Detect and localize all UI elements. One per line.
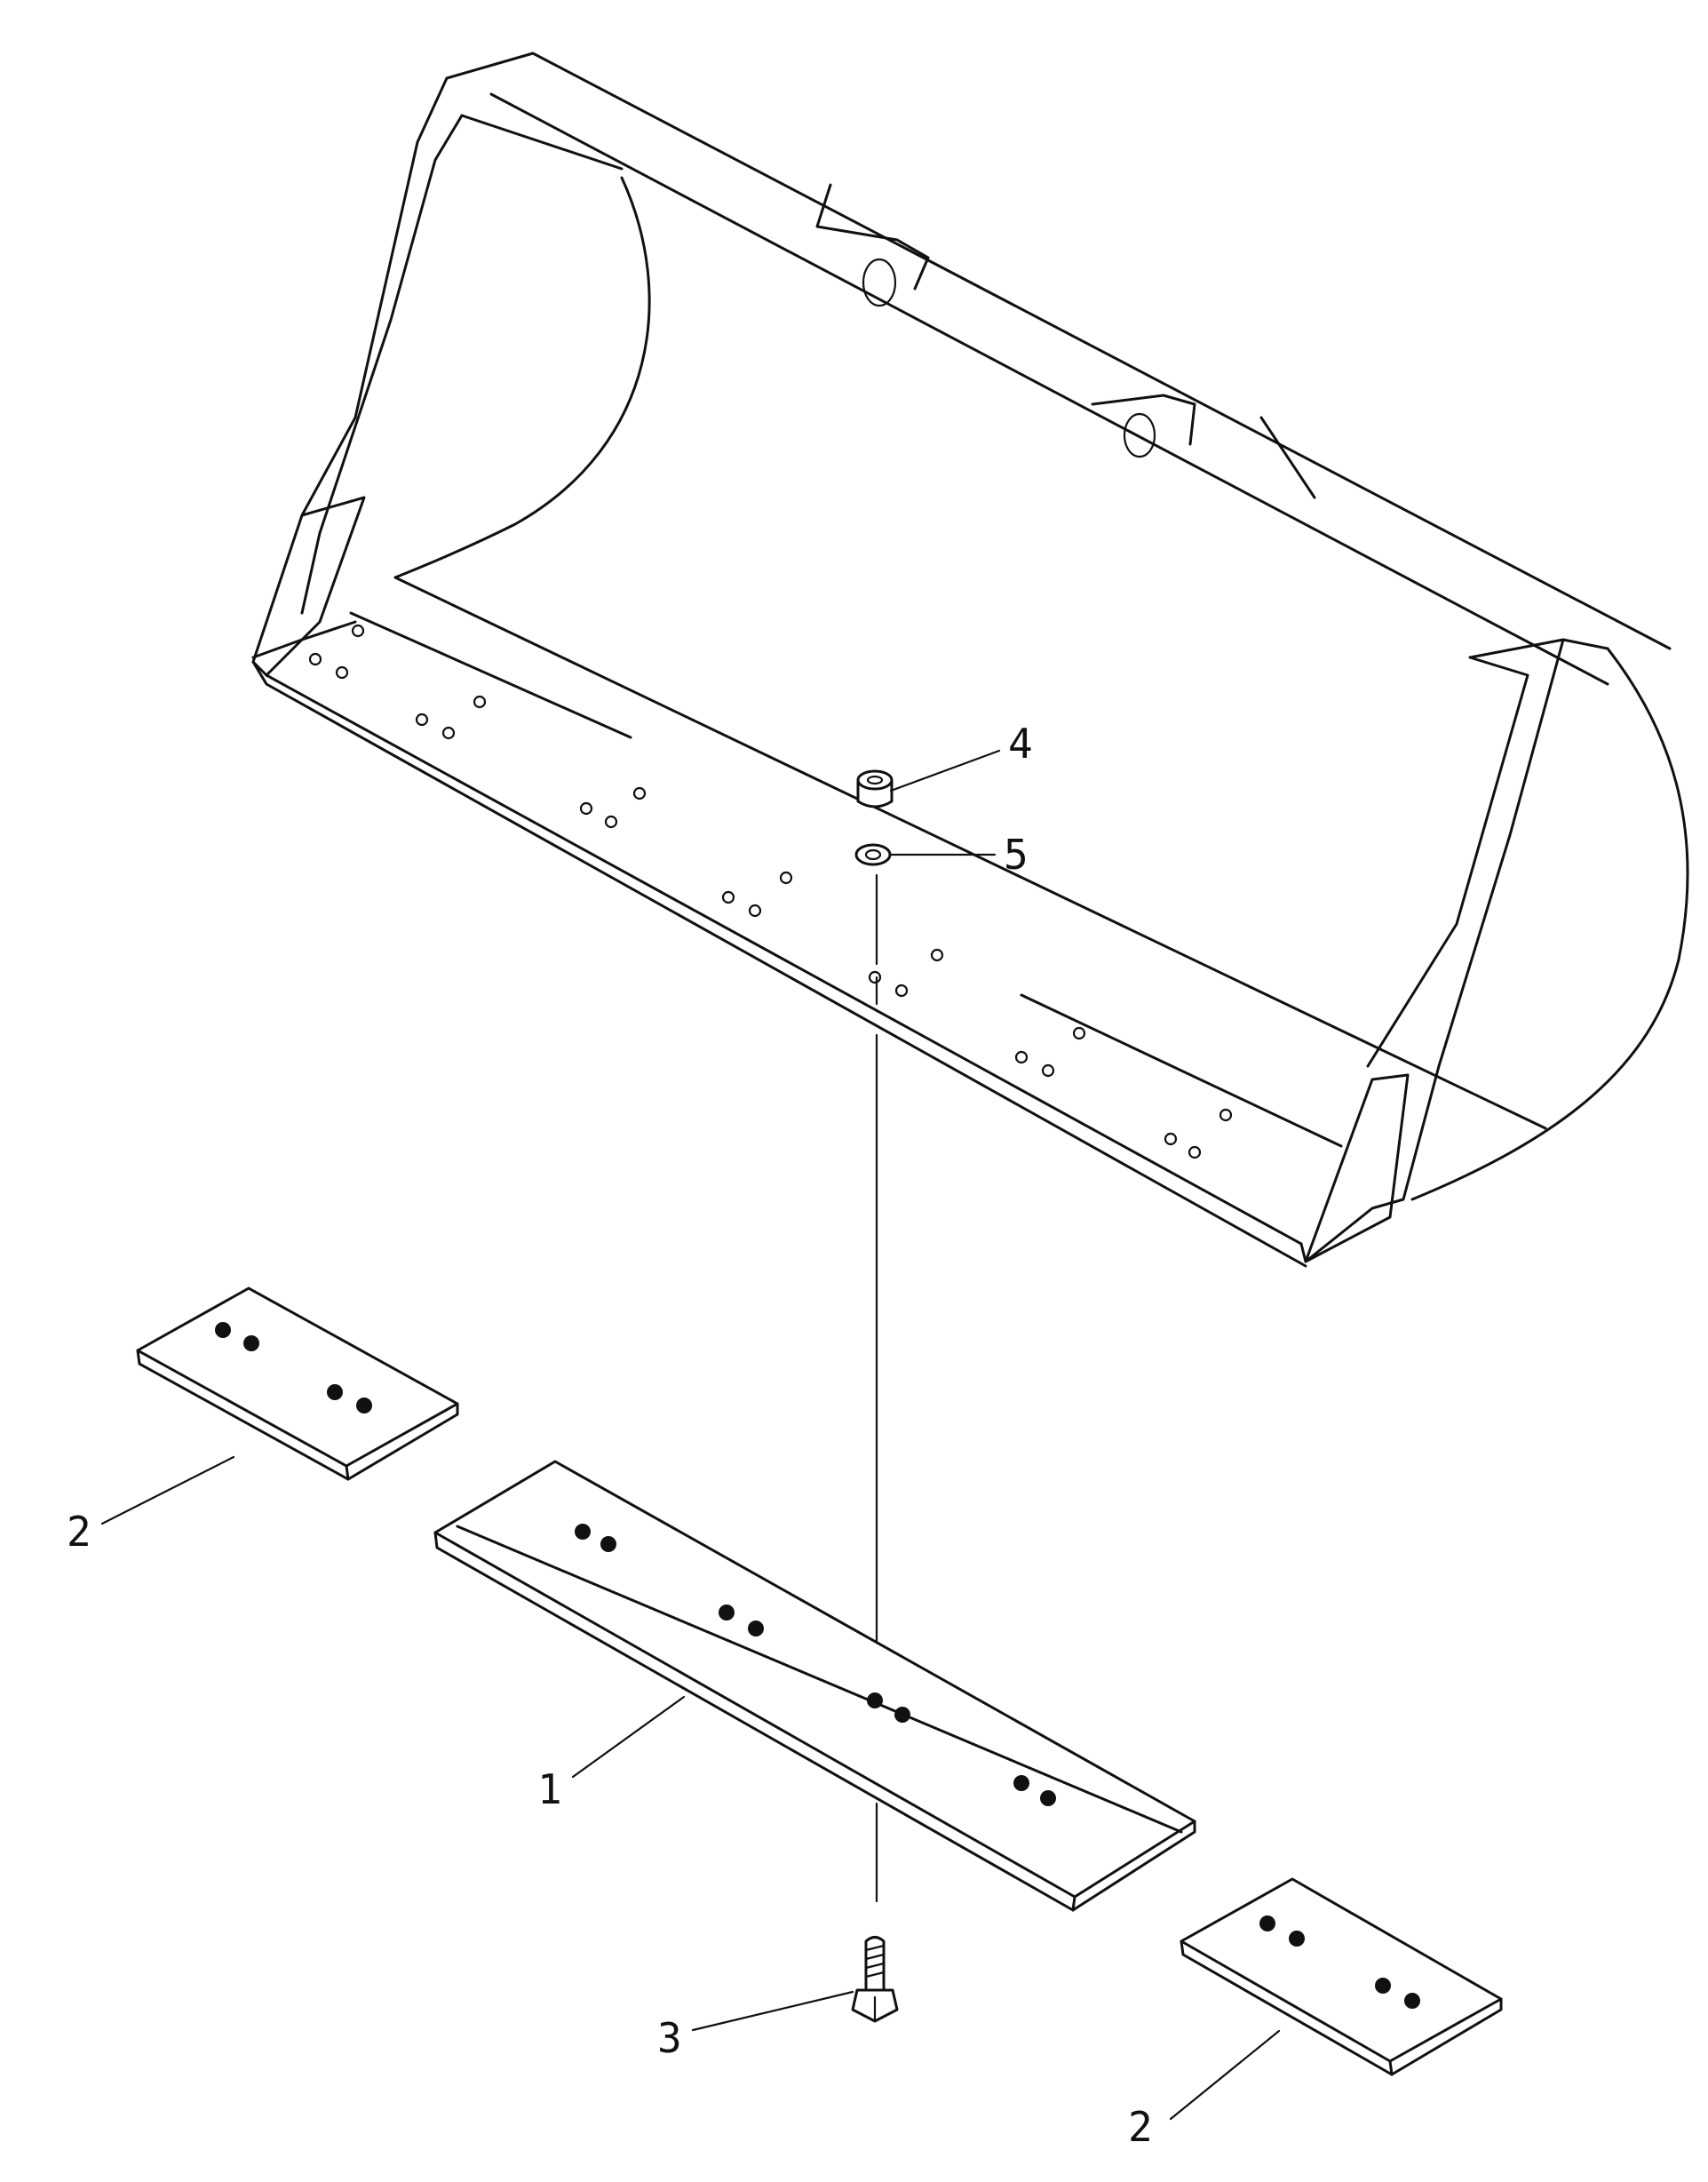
callout-1: 1 — [537, 1765, 562, 1813]
callout-5: 5 — [1004, 831, 1029, 879]
end-bit-part-2-left — [136, 1286, 459, 1481]
bolt-part-3 — [851, 1936, 899, 2023]
cutting-edge-part-1 — [433, 1460, 1196, 1912]
callout-4: 4 — [1008, 720, 1033, 768]
callout-2-right: 2 — [1128, 2103, 1153, 2151]
bucket-lip-bolt-holes — [308, 624, 1233, 1159]
leader-lines — [100, 749, 1281, 2121]
washer-part-5 — [854, 843, 892, 866]
callout-2-left: 2 — [67, 1508, 91, 1556]
end-bit-part-2-right — [1180, 1877, 1503, 2076]
callout-3: 3 — [657, 2014, 682, 2062]
cutting-edge-bolt-holes — [575, 1524, 1056, 1806]
loader-bucket — [251, 52, 1689, 1268]
nut-part-4 — [856, 769, 894, 808]
